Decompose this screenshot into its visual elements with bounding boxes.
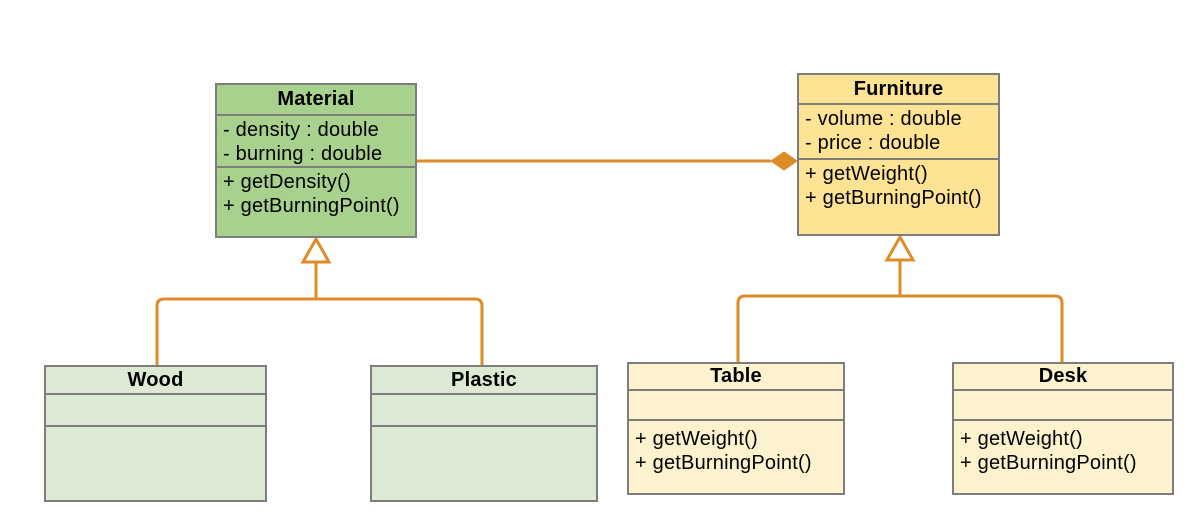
inheritance-branch-line: [155, 297, 484, 366]
class-methods-plastic: [372, 427, 596, 500]
composition-connector-material-furniture[interactable]: [417, 151, 798, 171]
composition-diamond-marker: [770, 151, 798, 171]
class-title-table: Table: [629, 364, 843, 391]
class-attributes-material: - density : double - burning : double: [217, 116, 415, 168]
class-box-table[interactable]: Table + getWeight() + getBurningPoint(): [627, 362, 845, 495]
inheritance-triangle-marker: [884, 233, 916, 262]
class-attributes-plastic: [372, 395, 596, 427]
method-line: + getBurningPoint(): [805, 187, 982, 209]
class-methods-table: + getWeight() + getBurningPoint(): [629, 421, 843, 493]
inheritance-connector-table-desk-to-furniture[interactable]: [736, 233, 1064, 363]
inheritance-connector-wood-plastic-to-material[interactable]: [155, 235, 484, 366]
attribute-line: - volume : double: [805, 108, 962, 130]
class-box-plastic[interactable]: Plastic: [370, 365, 598, 502]
method-line: + getBurningPoint(): [635, 452, 812, 474]
attribute-line: - burning : double: [223, 143, 383, 165]
class-box-wood[interactable]: Wood: [44, 365, 267, 502]
method-line: + getWeight(): [805, 163, 928, 185]
method-line: + getWeight(): [960, 428, 1083, 450]
class-methods-desk: + getWeight() + getBurningPoint(): [954, 421, 1172, 493]
method-line: + getBurningPoint(): [223, 195, 400, 217]
class-box-desk[interactable]: Desk + getWeight() + getBurningPoint(): [952, 362, 1174, 495]
class-title-furniture: Furniture: [799, 75, 998, 105]
class-methods-furniture: + getWeight() + getBurningPoint(): [799, 160, 998, 234]
class-box-material[interactable]: Material - density : double - burning : …: [215, 83, 417, 238]
inheritance-triangle-marker: [300, 235, 332, 264]
method-line: + getBurningPoint(): [960, 452, 1137, 474]
class-attributes-table: [629, 391, 843, 421]
inheritance-branch-line: [736, 294, 1064, 363]
class-methods-material: + getDensity() + getBurningPoint(): [217, 168, 415, 236]
class-methods-wood: [46, 427, 265, 500]
class-title-desk: Desk: [954, 364, 1172, 391]
attribute-line: - density : double: [223, 119, 379, 141]
class-title-material: Material: [217, 85, 415, 116]
class-title-plastic: Plastic: [372, 367, 596, 395]
class-title-wood: Wood: [46, 367, 265, 395]
method-line: + getWeight(): [635, 428, 758, 450]
method-line: + getDensity(): [223, 171, 351, 193]
class-box-furniture[interactable]: Furniture - volume : double - price : do…: [797, 73, 1000, 236]
class-attributes-furniture: - volume : double - price : double: [799, 105, 998, 160]
attribute-line: - price : double: [805, 132, 941, 154]
class-attributes-desk: [954, 391, 1172, 421]
class-attributes-wood: [46, 395, 265, 427]
